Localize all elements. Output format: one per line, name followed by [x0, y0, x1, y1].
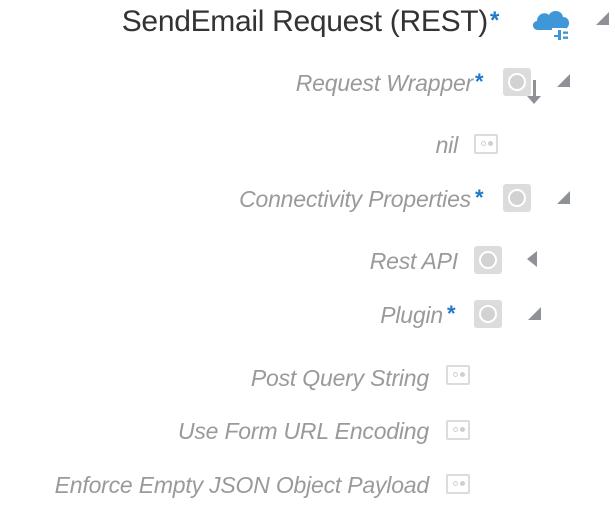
required-marker: * — [475, 69, 484, 94]
node-label: Enforce Empty JSON Object Payload — [54, 472, 430, 498]
toggle-box-icon[interactable] — [474, 134, 498, 154]
radio-circle-icon[interactable] — [503, 68, 531, 96]
triangle-expanded-icon[interactable] — [557, 74, 570, 87]
radio-circle-icon[interactable] — [503, 184, 531, 212]
down-arrow-icon — [527, 80, 541, 104]
triangle-expanded-icon[interactable] — [596, 12, 609, 25]
toggle-box-icon[interactable] — [446, 365, 470, 385]
triangle-expanded-icon[interactable] — [557, 191, 570, 204]
node-label: Use Form URL Encoding — [177, 418, 429, 444]
node-label: Rest API — [369, 248, 459, 274]
required-marker: * — [490, 7, 500, 34]
toggle-box-icon[interactable] — [446, 474, 470, 494]
node-label: Connectivity Properties — [239, 186, 471, 212]
required-marker: * — [447, 301, 456, 326]
node-label: nil — [435, 132, 459, 158]
node-label: Post Query String — [250, 365, 429, 391]
triangle-expanded-icon[interactable] — [528, 307, 541, 320]
cloud-plug-icon[interactable] — [530, 6, 574, 49]
radio-circle-icon[interactable] — [474, 300, 502, 328]
toggle-box-icon[interactable] — [446, 420, 470, 440]
radio-circle-icon[interactable] — [474, 246, 502, 274]
node-label: Plugin — [380, 302, 443, 328]
page-title: SendEmail Request (REST) — [121, 5, 489, 38]
node-label: Request Wrapper — [295, 70, 473, 96]
triangle-collapsed-icon[interactable] — [527, 251, 537, 267]
required-marker: * — [475, 185, 484, 210]
